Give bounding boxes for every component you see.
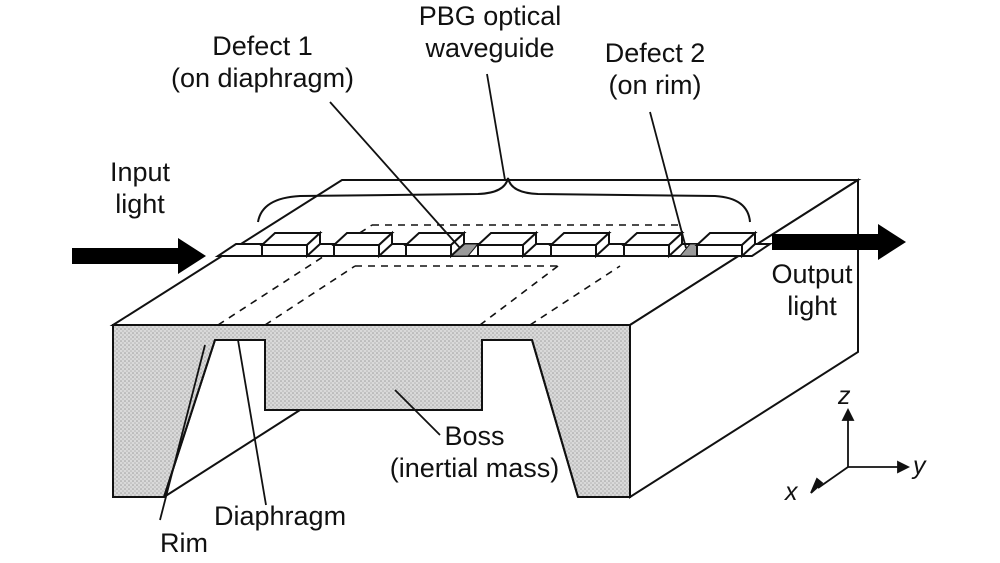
pbg-brace [257, 177, 751, 223]
pbg-block [259, 230, 323, 259]
output-line1: Output [771, 259, 853, 289]
pbg-label: PBG optical waveguide [390, 0, 590, 64]
pbg-block [694, 230, 758, 259]
pbg-block [621, 230, 685, 259]
leader-lines [159, 73, 687, 521]
pbg-block [403, 230, 467, 259]
input-light-arrow [72, 238, 206, 274]
boss-line2: (inertial mass) [389, 453, 560, 483]
pbg-block [475, 230, 539, 259]
defect1-line1: Defect 1 [212, 31, 313, 61]
defect2-line1: Defect 2 [604, 38, 706, 68]
pbg-block [548, 230, 612, 259]
diaphragm-label: Diaphragm [214, 501, 347, 531]
defect1-label: Defect 1 (on diaphragm) [150, 30, 375, 94]
output-line2: light [787, 291, 837, 321]
axis-y-label: y [913, 452, 926, 480]
output-light-arrow [772, 224, 906, 260]
output-light-label: Output light [752, 258, 872, 322]
pbg-block [331, 230, 395, 259]
pbg-line1: PBG optical [418, 1, 562, 31]
input-line2: light [115, 189, 165, 219]
input-light-label: Input light [90, 156, 190, 220]
defect2-line2: (on rim) [608, 70, 702, 100]
axis-z-label: z [838, 382, 851, 410]
boss-line1: Boss [444, 421, 505, 451]
rim-label: Rim [160, 528, 208, 558]
axis-x-label: x [785, 478, 798, 506]
pbg-line2: waveguide [425, 33, 555, 63]
pbg-blocks [259, 230, 758, 259]
boss-label: Boss (inertial mass) [372, 420, 577, 484]
defect1-line2: (on diaphragm) [170, 63, 355, 93]
defect2-label: Defect 2 (on rim) [580, 37, 730, 101]
input-line1: Input [109, 157, 171, 187]
hidden-edges [217, 224, 683, 326]
coordinate-axes [810, 407, 911, 494]
